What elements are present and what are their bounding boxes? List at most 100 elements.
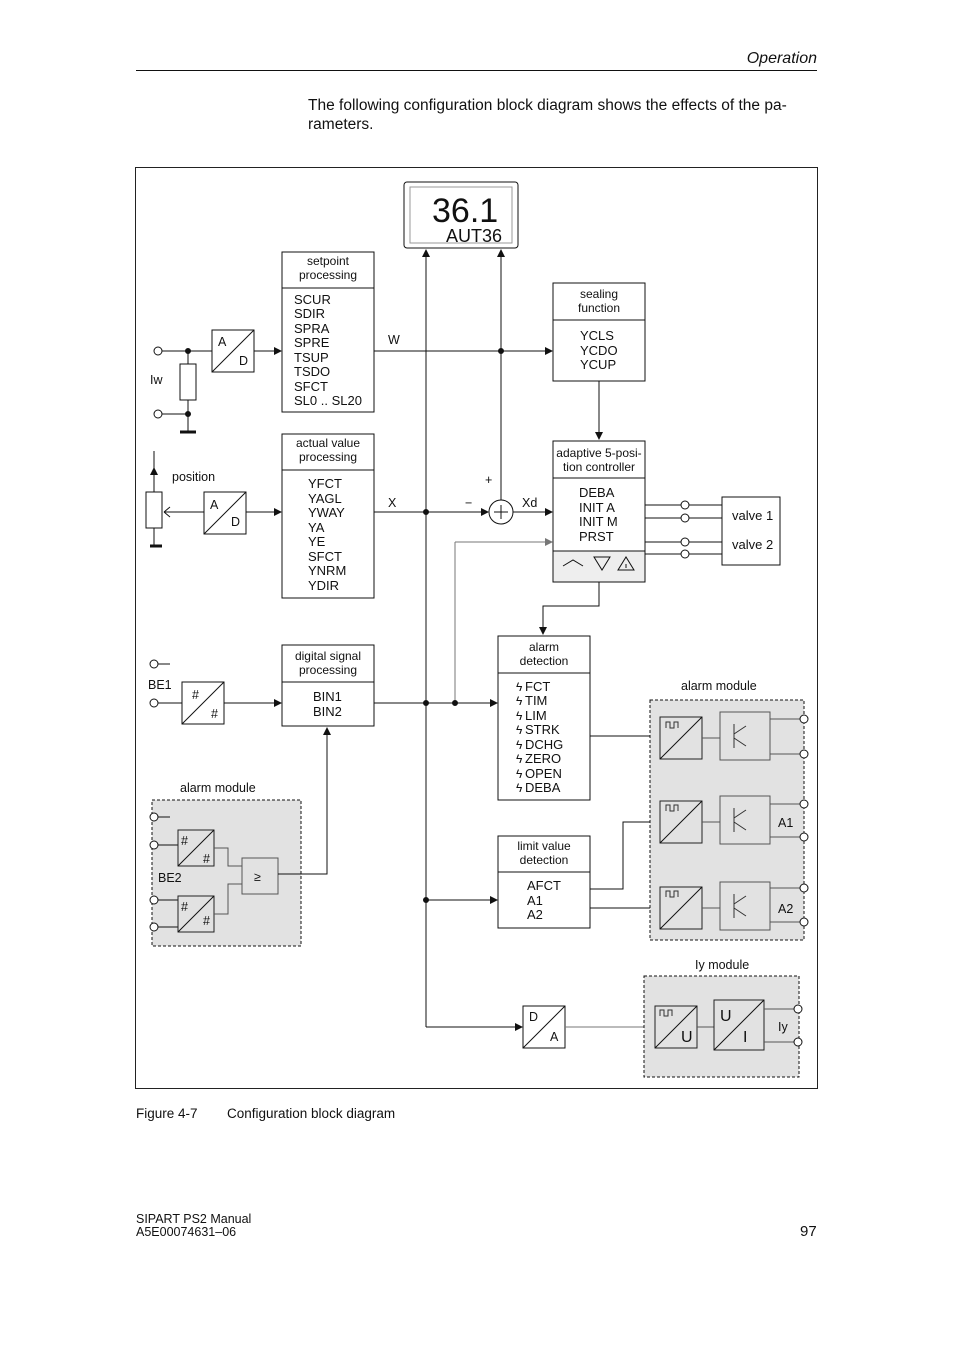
a1-label: A1 <box>778 816 793 830</box>
be2-label: BE2 <box>158 871 182 885</box>
ui-u-label: U <box>720 1008 732 1025</box>
alarm-detection-title-1: alarm <box>529 640 559 654</box>
actual-param: YDIR <box>308 578 339 593</box>
actual-param: YWAY <box>308 505 345 520</box>
digital-param: BIN1 <box>313 689 342 704</box>
sealing-param: YCDO <box>580 343 618 358</box>
controller-param: INIT M <box>579 514 618 529</box>
page-header: Operation <box>136 48 817 71</box>
actual-param: YFCT <box>308 476 342 491</box>
alarm-detection-title-2: detection <box>520 654 569 668</box>
alarm-param: STRK <box>525 722 560 737</box>
iw-label: Iw <box>150 373 163 387</box>
or-gate-label: ≥ <box>254 870 261 884</box>
ad2-d-label: D <box>231 515 240 529</box>
svg-text:ϟ: ϟ <box>516 694 523 708</box>
setpoint-param: SPRE <box>294 335 330 350</box>
controller-block <box>552 440 781 583</box>
da-d-label: D <box>529 1010 538 1024</box>
alarm-param: FCT <box>525 679 550 694</box>
setpoint-param: SCUR <box>294 292 331 307</box>
position-input <box>145 451 282 548</box>
actual-param: YA <box>308 520 325 535</box>
alarm-param: ZERO <box>525 751 561 766</box>
limit-value-block <box>423 818 659 929</box>
svg-text:ϟ: ϟ <box>516 781 523 795</box>
setpoint-title-1: setpoint <box>307 254 350 268</box>
controller-title-1: adaptive 5-posi- <box>556 446 641 460</box>
minus-label: − <box>465 496 472 510</box>
limit-param: A2 <box>527 907 543 922</box>
manual-name: SIPART PS2 Manual <box>136 1212 252 1226</box>
alarm-param: DCHG <box>525 737 563 752</box>
display-main: 36.1 <box>432 192 498 230</box>
be1-hash-1: # <box>192 688 199 702</box>
display-sub: AUT36 <box>446 226 502 246</box>
actual-param: YNRM <box>308 563 346 578</box>
setpoint-param: SDIR <box>294 306 325 321</box>
controller-param: DEBA <box>579 485 615 500</box>
digital-title-2: processing <box>299 663 357 677</box>
ad-d-label: D <box>239 354 248 368</box>
actual-title-1: actual value <box>296 436 360 450</box>
sealing-title-1: sealing <box>580 287 618 301</box>
alarm-module-left-title: alarm module <box>180 781 256 795</box>
footer: SIPART PS2 Manual A5E00074631–06 <box>136 1213 251 1239</box>
alarm-module-right <box>649 699 809 941</box>
valve-1-label: valve 1 <box>732 508 773 523</box>
valve-2-label: valve 2 <box>732 537 773 552</box>
setpoint-param: SFCT <box>294 379 328 394</box>
actual-param: SFCT <box>308 549 342 564</box>
limit-title-1: limit value <box>517 839 571 853</box>
setpoint-param: SL0 .. SL20 <box>294 393 362 408</box>
intro-paragraph: The following configuration block diagra… <box>308 96 808 134</box>
digital-title-1: digital signal <box>295 649 361 663</box>
w-label: W <box>388 333 400 347</box>
controller-param: PRST <box>579 529 614 544</box>
alarm-param: TIM <box>525 693 547 708</box>
order-number: A5E00074631–06 <box>136 1225 237 1239</box>
svg-text:ϟ: ϟ <box>516 723 523 737</box>
alarm-param: OPEN <box>525 766 562 781</box>
ad2-a-label: A <box>210 498 219 512</box>
actual-title-2: processing <box>299 450 357 464</box>
position-label: position <box>172 470 215 484</box>
iy-label: Iy <box>778 1020 788 1034</box>
lcd-display <box>403 181 519 249</box>
xd-label: Xd <box>522 496 537 510</box>
iy-module-title: Iy module <box>695 958 749 972</box>
digital-param: BIN2 <box>313 704 342 719</box>
actual-param: YE <box>308 534 326 549</box>
alarm-param: LIM <box>525 708 547 723</box>
setpoint-block <box>281 251 375 413</box>
intro-line-2: rameters. <box>308 116 374 133</box>
sealing-param: YCUP <box>580 357 616 372</box>
be2-hash-2: # <box>203 852 210 866</box>
figure-title: Configuration block diagram <box>227 1106 396 1121</box>
limit-param: A1 <box>527 893 543 908</box>
plus-label: + <box>485 473 492 487</box>
page-number: 97 <box>800 1223 817 1240</box>
be1-label: BE1 <box>148 678 172 692</box>
be2-hash-3: # <box>181 900 188 914</box>
digital-signal-block <box>281 644 498 727</box>
da-a-label: A <box>550 1030 559 1044</box>
svg-text:ϟ: ϟ <box>516 738 523 752</box>
setpoint-param: TSUP <box>294 350 329 365</box>
setpoint-param: TSDO <box>294 364 330 379</box>
svg-text:ϟ: ϟ <box>516 709 523 723</box>
svg-text:ϟ: ϟ <box>516 752 523 766</box>
ui-i-label: I <box>743 1029 747 1046</box>
ad-a-label: A <box>218 335 227 349</box>
intro-line-1: The following configuration block diagra… <box>308 97 787 114</box>
setpoint-title-2: processing <box>299 268 357 282</box>
actual-value-block <box>281 433 375 599</box>
controller-title-2: tion controller <box>563 460 635 474</box>
sealing-title-2: function <box>578 301 620 315</box>
be2-hash-1: # <box>181 834 188 848</box>
setpoint-param: SPRA <box>294 321 330 336</box>
actual-param: YAGL <box>308 491 342 506</box>
alarm-module-left <box>149 727 331 947</box>
